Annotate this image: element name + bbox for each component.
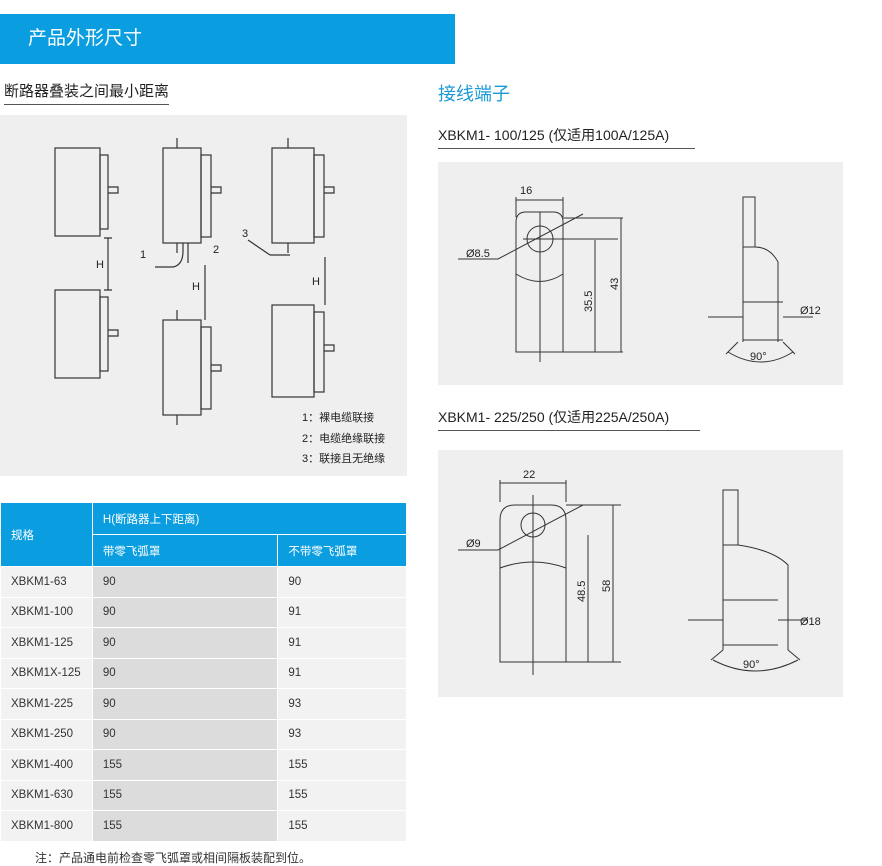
- spec-cell: XBKM1X-125: [0, 657, 93, 689]
- without-cover-cell: 91: [277, 657, 407, 689]
- terminal2-panel: 22 Ø9 48.5 58 Ø18 90°: [438, 450, 843, 697]
- terminal-heading: 接线端子: [438, 84, 510, 104]
- terminal1-title: XBKM1- 100/125 (仅适用100A/125A): [438, 125, 695, 149]
- spec-cell: XBKM1-400: [0, 749, 93, 781]
- dim-hole: Ø8.5: [466, 248, 490, 260]
- with-cover-cell: 90: [91, 627, 279, 659]
- header-spec: 规格: [0, 502, 93, 567]
- stacking-diagram: H H H 1 2 3 1：裸电缆联接 2：电缆绝缘联接 3：联接且无绝缘: [54, 138, 385, 465]
- without-cover-cell: 155: [277, 810, 407, 842]
- dim-h2: 58: [601, 580, 613, 592]
- legend-item: 2：电缆绝缘联接: [302, 431, 385, 445]
- spec-cell: XBKM1-630: [0, 779, 93, 811]
- breaker-drawing: [247, 138, 335, 398]
- terminal1-panel: 16 Ø8.5 35.5 43 Ø12 90°: [438, 162, 843, 385]
- with-cover-cell: 90: [91, 718, 279, 750]
- spec-cell: XBKM1-800: [0, 810, 93, 842]
- label-1: 1: [140, 249, 146, 261]
- stacking-heading: 断路器叠装之间最小距离: [4, 80, 170, 105]
- spec-cell: XBKM1-125: [0, 627, 93, 659]
- breaker-drawing: [54, 147, 119, 379]
- without-cover-cell: 91: [277, 627, 407, 659]
- dim-hole: Ø9: [466, 538, 481, 550]
- stacking-diagram-panel: H H H 1 2 3 1：裸电缆联接 2：电缆绝缘联接 3：联接且无绝缘: [0, 115, 407, 476]
- dim-bore: Ø18: [800, 616, 821, 628]
- without-cover-cell: 155: [277, 749, 407, 781]
- with-cover-cell: 155: [91, 810, 279, 842]
- label-3: 3: [242, 228, 248, 240]
- footnote: 注：产品通电前检查零飞弧罩或相间隔板装配到位。: [35, 851, 312, 865]
- label-h: H: [312, 276, 320, 288]
- terminal1-drawing: 16 Ø8.5 35.5 43 Ø12 90°: [458, 185, 821, 363]
- with-cover-cell: 90: [91, 566, 279, 598]
- dim-h1: 35.5: [583, 291, 595, 312]
- spec-cell: XBKM1-63: [0, 566, 93, 598]
- dim-angle: 90°: [743, 659, 760, 671]
- legend-item: 3：联接且无绝缘: [302, 451, 385, 465]
- label-h: H: [192, 281, 200, 293]
- dim-h2: 43: [609, 278, 621, 290]
- terminal2-drawing: 22 Ø9 48.5 58 Ø18 90°: [458, 469, 821, 675]
- without-cover-cell: 155: [277, 779, 407, 811]
- label-h: H: [96, 259, 104, 271]
- header-h: H(断路器上下距离): [91, 502, 408, 535]
- spec-cell: XBKM1-250: [0, 718, 93, 750]
- breaker-drawing: [155, 138, 222, 425]
- dim-width: 16: [520, 185, 532, 197]
- dim-h1: 48.5: [576, 581, 588, 602]
- spec-cell: XBKM1-100: [0, 596, 93, 628]
- dim-bore: Ø12: [800, 305, 821, 317]
- dim-angle: 90°: [750, 351, 767, 363]
- with-cover-cell: 90: [91, 657, 279, 689]
- without-cover-cell: 90: [277, 566, 407, 598]
- terminal2-title: XBKM1- 225/250 (仅适用225A/250A): [438, 407, 700, 431]
- label-2: 2: [213, 244, 219, 256]
- header-with-arc-cover: 带零飞弧罩: [91, 534, 279, 567]
- header-without-arc-cover: 不带零飞弧罩: [277, 534, 407, 567]
- without-cover-cell: 93: [277, 718, 407, 750]
- without-cover-cell: 91: [277, 596, 407, 628]
- without-cover-cell: 93: [277, 688, 407, 720]
- dim-width: 22: [523, 469, 535, 481]
- with-cover-cell: 90: [91, 596, 279, 628]
- section-banner: 产品外形尺寸: [0, 14, 455, 64]
- with-cover-cell: 155: [91, 779, 279, 811]
- with-cover-cell: 90: [91, 688, 279, 720]
- legend-item: 1：裸电缆联接: [302, 410, 374, 424]
- spec-cell: XBKM1-225: [0, 688, 93, 720]
- with-cover-cell: 155: [91, 749, 279, 781]
